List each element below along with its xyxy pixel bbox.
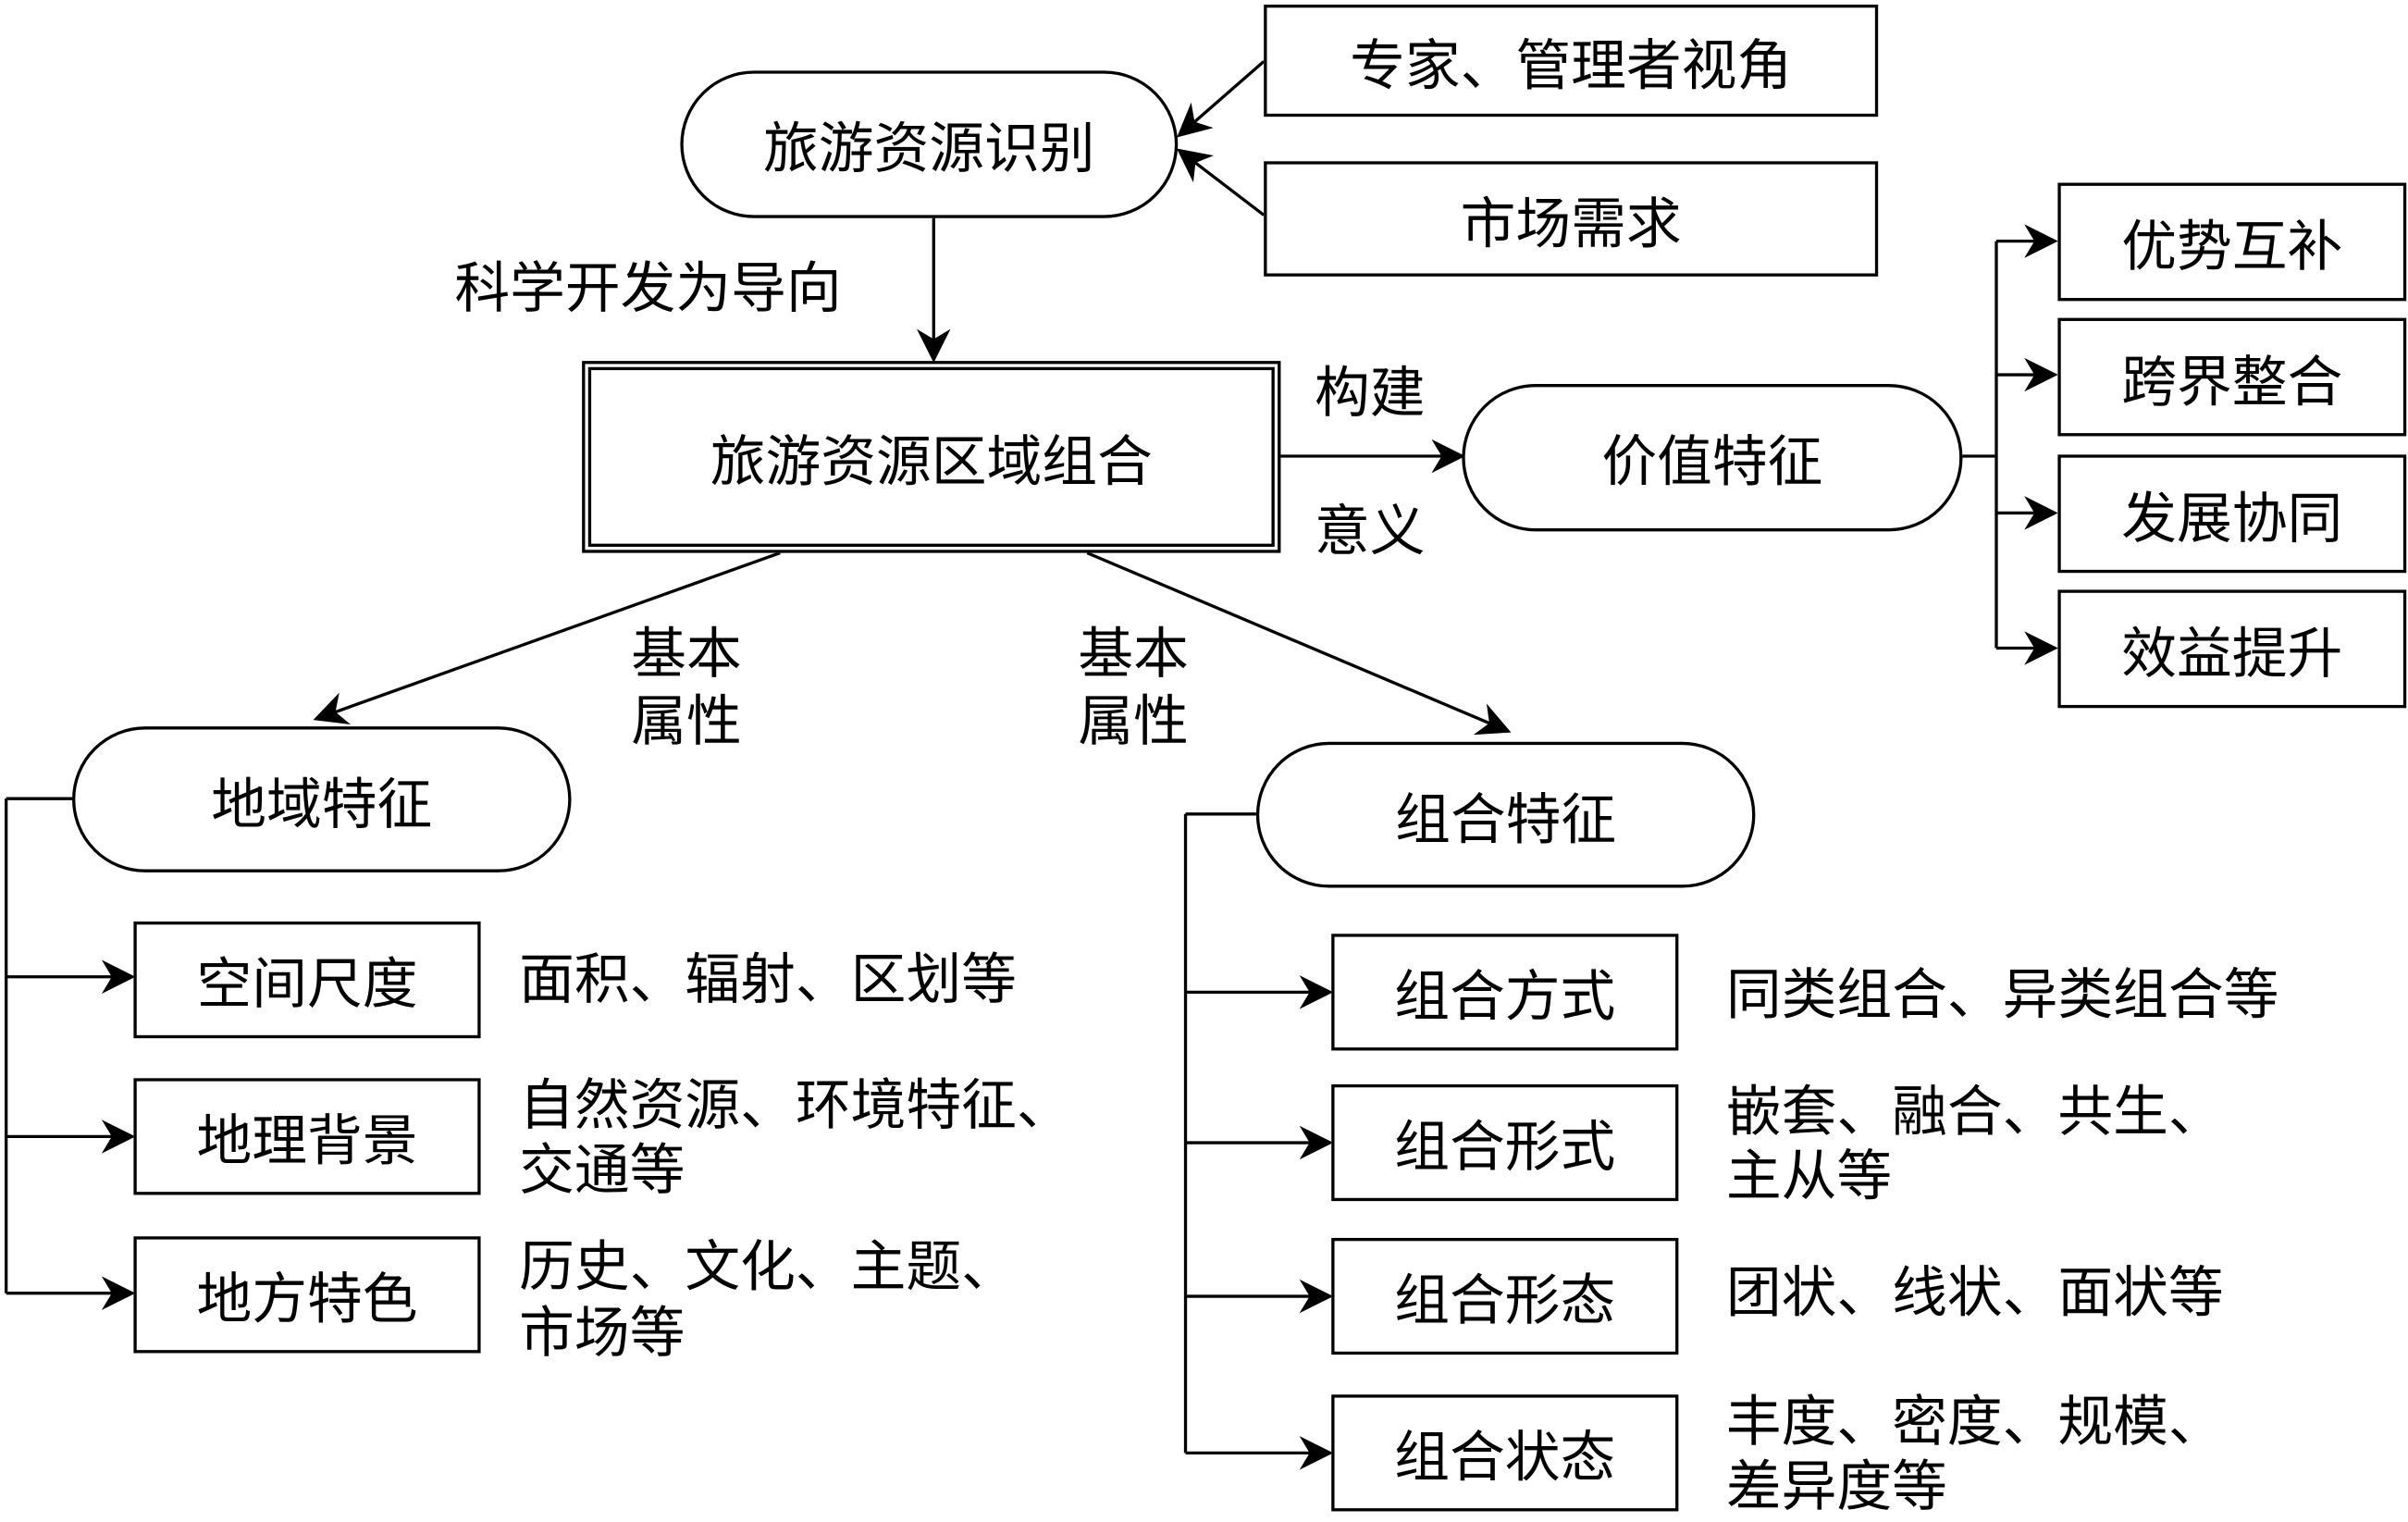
arrow-center-to-combo	[1086, 551, 1512, 736]
value-node: 价值特征	[1462, 384, 1963, 532]
value-label: 价值特征	[1601, 431, 1823, 495]
regional-desc-3-line-1: 历史、文化、主题、	[519, 1236, 1017, 1300]
build-label: 构建	[1314, 362, 1426, 426]
value-item-2: 跨界整合	[2057, 317, 2407, 437]
combo-item-label: 组合状态	[1394, 1427, 1616, 1491]
value-item-label: 发展协同	[2121, 488, 2343, 551]
basic-left-line-2: 属性	[631, 691, 742, 755]
basic-right-line-2: 属性	[1078, 691, 1189, 755]
regional-desc-1: 面积、辐射、区划等	[519, 948, 1017, 1012]
expert-label: 专家、管理者视角	[1350, 34, 1793, 98]
regional-item-2: 地理背景	[133, 1078, 481, 1195]
basic-left-line-1: 基本	[631, 623, 742, 687]
regional-desc-2-line-1: 自然资源、环境特征、	[519, 1075, 1072, 1139]
identify-node: 旅游资源识别	[680, 70, 1179, 218]
combo-item-3: 组合形态	[1331, 1237, 1679, 1355]
value-item-3: 发展协同	[2057, 454, 2407, 574]
identify-label: 旅游资源识别	[762, 118, 1095, 181]
guide-label: 科学开发为导向	[454, 257, 842, 321]
combo-node: 组合特征	[1255, 741, 1756, 888]
regional-node: 地域特征	[72, 726, 572, 872]
value-item-label: 优势互补	[2121, 216, 2343, 279]
combo-desc-3: 团状、线状、面状等	[1725, 1262, 2224, 1326]
meaning-label: 意义	[1314, 501, 1426, 564]
center-label: 旅游资源区域组合	[710, 430, 1153, 494]
regional-label: 地域特征	[211, 773, 433, 836]
basic-right-line-1: 基本	[1078, 623, 1189, 687]
expert-node: 专家、管理者视角	[1264, 4, 1879, 118]
value-item-1: 优势互补	[2057, 182, 2407, 302]
center-node: 旅游资源区域组合	[582, 361, 1281, 553]
combo-item-1: 组合方式	[1331, 934, 1679, 1051]
market-node: 市场需求	[1264, 161, 1879, 277]
combo-label: 组合特征	[1395, 788, 1617, 852]
market-label: 市场需求	[1460, 192, 1682, 256]
combo-item-4: 组合状态	[1331, 1394, 1679, 1512]
value-item-label: 效益提升	[2121, 623, 2343, 687]
regional-desc-3-line-2: 市场等	[519, 1302, 685, 1366]
regional-item-label: 空间尺度	[196, 953, 418, 1017]
combo-item-label: 组合形式	[1394, 1116, 1616, 1180]
arrow-expert-to-identify	[1177, 60, 1266, 138]
regional-desc-2-line-2: 交通等	[519, 1139, 685, 1203]
value-item-label: 跨界整合	[2121, 351, 2343, 415]
combo-item-2: 组合形式	[1331, 1083, 1679, 1202]
combo-desc-2-line-2: 主从等	[1725, 1145, 1893, 1209]
regional-item-label: 地方特色	[196, 1268, 418, 1332]
regional-item-label: 地理背景	[196, 1110, 418, 1174]
combo-desc-2-line-1: 嵌套、融合、共生、	[1725, 1081, 2224, 1145]
combo-item-label: 组合方式	[1394, 966, 1616, 1030]
arrow-center-to-regional	[313, 551, 781, 725]
combo-desc-4-line-1: 丰度、密度、规模、	[1725, 1391, 2224, 1455]
arrow-market-to-identify	[1176, 148, 1266, 217]
value-item-4: 效益提升	[2057, 589, 2407, 709]
combo-desc-1: 同类组合、异类组合等	[1725, 964, 2279, 1028]
combo-item-label: 组合形态	[1394, 1269, 1616, 1333]
combo-desc-4-line-2: 差异度等	[1725, 1455, 1947, 1519]
regional-item-1: 空间尺度	[133, 922, 481, 1039]
regional-item-3: 地方特色	[133, 1236, 481, 1354]
